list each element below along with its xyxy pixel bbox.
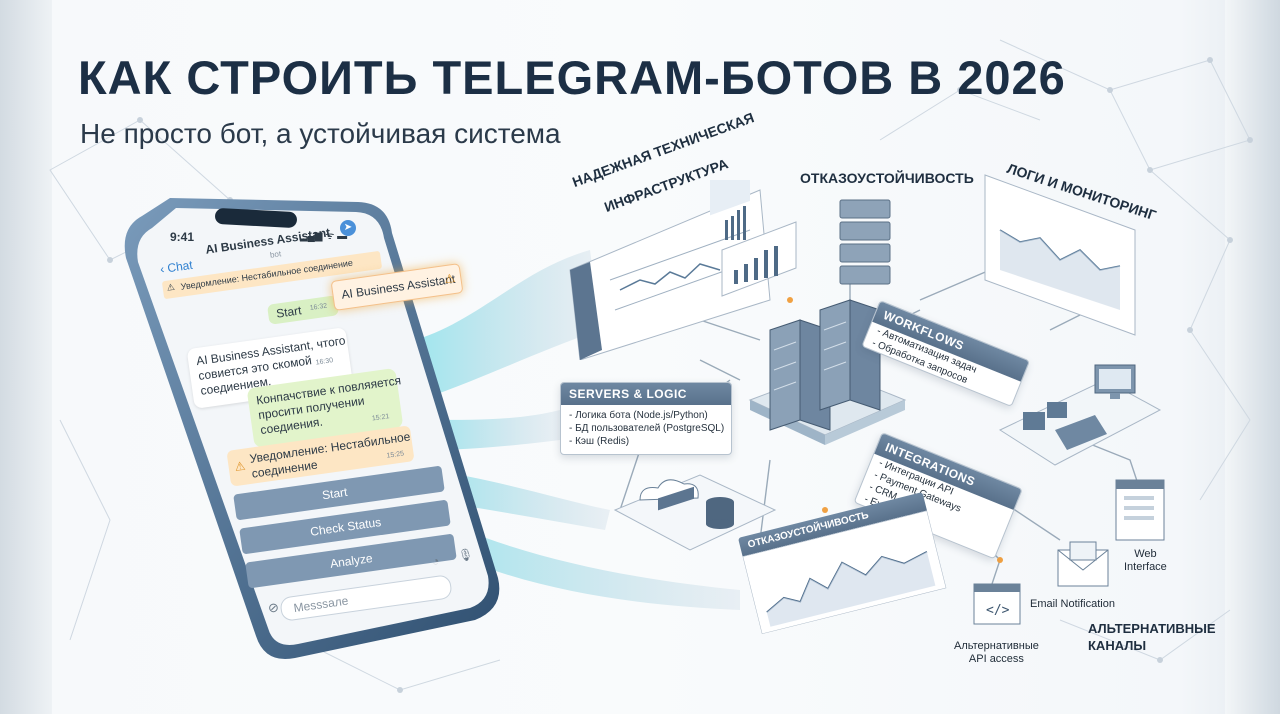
fault-tolerance-label: ОТКАЗОУСТОЙЧИВОСТЬ: [800, 170, 974, 186]
infra-dashboard: [569, 180, 771, 360]
svg-text:</>: </>: [986, 603, 1010, 618]
server-rack-small: [839, 199, 891, 285]
warning-icon: ⚠: [233, 458, 247, 474]
web-interface-label-line-1: Web: [1134, 548, 1157, 560]
alt-api-label: Альтернативные API access: [954, 640, 1039, 666]
attach-icon[interactable]: ⊘: [268, 600, 279, 615]
api-access-icon: </>: [973, 583, 1021, 625]
servers-logic-item: - БД пользователей (PostgreSQL): [569, 423, 725, 434]
servers-logic-title: SERVERS & LOGIC: [561, 383, 731, 405]
message-input-placeholder: Messsале: [292, 593, 350, 616]
bot-button-analyze-label: Analyze: [329, 551, 374, 571]
stream-to-servers: [430, 410, 560, 450]
fault-card-chart: [741, 509, 947, 635]
telegram-icon: ➤: [340, 220, 356, 236]
stream-to-fault: [420, 510, 740, 610]
email-notification-label: Email Notification: [1030, 598, 1115, 610]
warning-icon: ⚠: [166, 281, 176, 293]
email-icon: [1057, 541, 1109, 587]
infra-mini-chart: [721, 221, 797, 297]
alt-channels-label-line-1: АЛЬТЕРНАТИВНЫЕ: [1088, 621, 1216, 636]
web-interface-label: Web Interface: [1124, 548, 1167, 574]
monitoring-dashboard: [984, 174, 1136, 336]
microphone-icon[interactable]: 🎙: [458, 548, 474, 562]
status-time: 9:41: [170, 230, 195, 244]
servers-logic-card: SERVERS & LOGIC - Логика бота (Node.js/P…: [560, 382, 732, 455]
page-right-edge: [1225, 0, 1280, 714]
fault-tolerance-card: ОТКАЗОУСТОЙЧИВОСТЬ: [738, 492, 947, 635]
cloud-storage-platform: [613, 474, 777, 551]
web-interface-icon: [1115, 479, 1165, 541]
message-start-time: 16:32: [309, 302, 328, 312]
bot-button-start-label: Start: [321, 484, 349, 503]
page-left-edge: [0, 0, 52, 714]
page-title: КАК СТРОИТЬ TELEGRAM-БОТОВ В 2026: [78, 51, 1066, 104]
devices-platform: [998, 364, 1162, 466]
message-bot-1-time: 16:30: [315, 357, 334, 367]
alt-channels-label: АЛЬТЕРНАТИВНЫЕ КАНАЛЫ: [1088, 620, 1216, 654]
servers-logic-item: - Кэш (Redis): [569, 436, 630, 447]
stream-to-infra: [415, 250, 600, 400]
web-interface-label-line-2: Interface: [1124, 561, 1167, 573]
servers-logic-item: - Логика бота (Node.js/Python): [569, 410, 708, 421]
bot-button-check-status-label: Check Status: [309, 515, 382, 539]
page-subtitle: Не просто бот, а устойчивая система: [80, 118, 561, 149]
stream-to-cloud: [430, 470, 610, 530]
chat-subtitle: bot: [269, 249, 282, 260]
status-icons: ▂▄▆ ᯤ ▬: [300, 231, 348, 242]
sticker-icon[interactable]: ◔: [432, 554, 440, 568]
alt-api-label-line-2: API access: [968, 653, 1024, 665]
message-start-text: Start: [275, 303, 303, 321]
alt-api-label-line-1: Альтернативные: [954, 640, 1039, 652]
smartphone: 9:41 ▂▄▆ ᯤ ▬ ➤ ‹ Chat AI Business Assist…: [120, 188, 510, 678]
message-user-1-time: 15:21: [371, 413, 390, 423]
alt-channels-label-line-2: КАНАЛЫ: [1088, 638, 1147, 653]
notice-bottom-time: 15:25: [386, 450, 405, 460]
warning-icon: ⚠: [443, 270, 457, 287]
